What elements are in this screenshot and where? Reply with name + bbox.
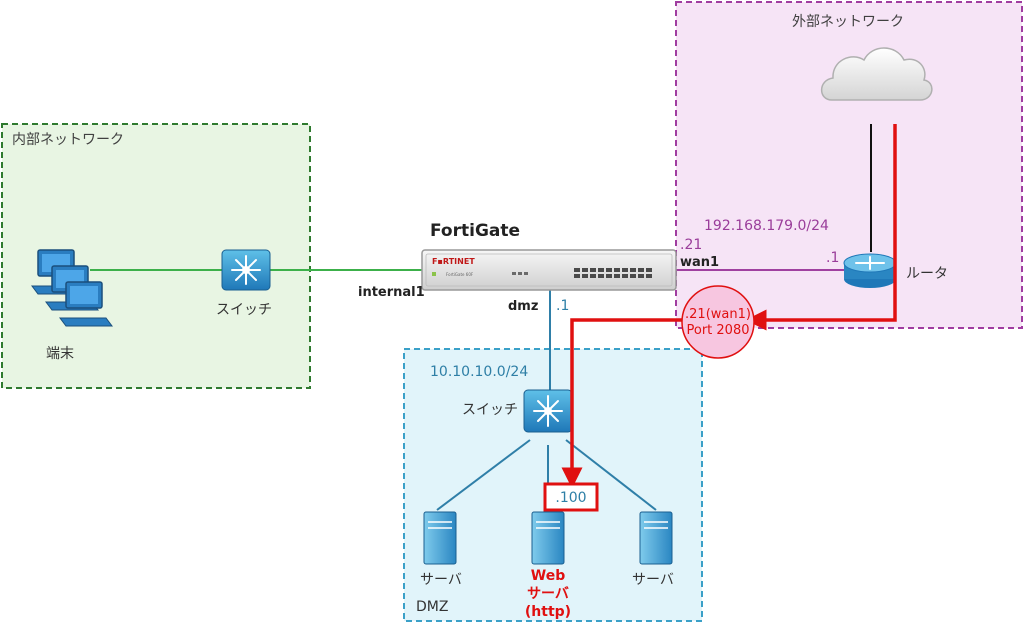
server-web-label-line3: (http) (525, 604, 571, 620)
fortigate-port-led (630, 274, 636, 278)
fortigate-port-led (622, 268, 628, 272)
server-web-label-line1: Web (531, 568, 565, 584)
fortigate-port-led (432, 272, 436, 276)
cloud-icon (820, 47, 933, 101)
fortigate-port-led (606, 268, 612, 272)
fortigate-port-led (646, 274, 652, 278)
firewall-appliance-icon (421, 249, 677, 291)
router-label: ルータ (906, 266, 948, 282)
fortigate-port-led (582, 268, 588, 272)
fortigate-port-led (590, 274, 596, 278)
fortigate-port-led (518, 272, 522, 275)
wan-router-host: .1 (826, 250, 839, 266)
forwarded-traffic-path (561, 318, 684, 489)
external-network-title: 外部ネットワーク (792, 14, 904, 30)
fortigate-port-led (598, 274, 604, 278)
fortigate-port-led (590, 268, 596, 272)
fortigate-port-led (582, 274, 588, 278)
fortigate-port-led (512, 272, 516, 275)
fortigate-port-led (606, 274, 612, 278)
inbound-traffic-path (745, 124, 897, 331)
vip-line2: Port 2080 (687, 323, 750, 338)
vip-badge (681, 285, 755, 359)
wan-subnet-label: 192.168.179.0/24 (704, 218, 829, 234)
dmz-switch-left-server-link (436, 439, 531, 511)
fortigate-model: FortiGate 60F (446, 272, 474, 277)
server-right-label: サーバ (632, 572, 674, 588)
fortigate-port-led (614, 274, 620, 278)
wan-fortigate-host: .21 (680, 237, 702, 253)
fortigate-brand: F▪RTINET (432, 257, 475, 266)
dmz-switch-icon (523, 389, 573, 433)
fortigate-port-led (630, 268, 636, 272)
dmz-subnet-label: 10.10.10.0/24 (430, 364, 528, 380)
port-dmz: dmz (508, 299, 538, 314)
fortigate-port-led (574, 274, 580, 278)
server-web-icon (531, 511, 565, 565)
port-internal1: internal1 (358, 285, 425, 300)
fortigate-port-led (614, 268, 620, 272)
fortigate-title: FortiGate (430, 221, 520, 241)
fortigate-port-led (622, 274, 628, 278)
dmz-fortigate-host: .1 (556, 298, 569, 314)
fortigate-port-led (646, 268, 652, 272)
terminal-label: 端末 (46, 346, 74, 362)
web-host-address: .100 (555, 490, 586, 506)
internal-switch-label: スイッチ (216, 302, 272, 318)
server-left-label: サーバ (420, 572, 462, 588)
server-left-icon (423, 511, 457, 565)
internal-network-title: 内部ネットワーク (12, 132, 124, 148)
dmz-switch-right-server-link (565, 439, 657, 511)
server-right-icon (639, 511, 673, 565)
fortigate-port-led (574, 268, 580, 272)
port-wan1: wan1 (680, 255, 719, 270)
server-web-label-line2: サーバ (527, 586, 569, 602)
router-icon (843, 253, 897, 288)
dmz-switch-label: スイッチ (462, 402, 518, 418)
dmz-title: DMZ (416, 599, 448, 615)
fortigate-port-led (598, 268, 604, 272)
fortigate-port-led (638, 274, 644, 278)
fortigate-port-led (524, 272, 528, 275)
desktop-computers-icon (31, 249, 113, 327)
fortigate-port-led (638, 268, 644, 272)
vip-line1: .21(wan1) (685, 307, 751, 322)
web-host-box (543, 482, 599, 512)
internal-switch-icon (221, 249, 271, 291)
